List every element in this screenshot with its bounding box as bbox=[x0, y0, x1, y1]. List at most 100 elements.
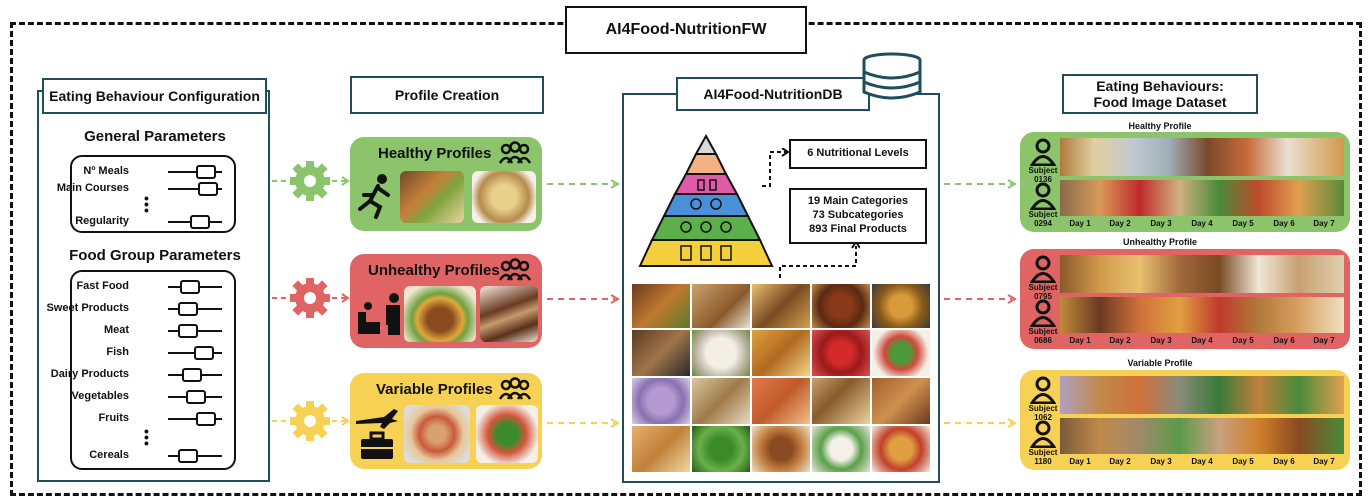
people-icon bbox=[498, 377, 532, 400]
slider-knob[interactable] bbox=[180, 280, 200, 294]
param-slider[interactable] bbox=[168, 390, 222, 404]
subject-id: 1062 bbox=[1034, 413, 1052, 422]
ellipsis-dots: ••• bbox=[144, 190, 149, 218]
food-photo bbox=[400, 171, 464, 223]
slider-knob[interactable] bbox=[194, 346, 214, 360]
param-slider[interactable] bbox=[168, 182, 222, 196]
param-row: Main Courses bbox=[57, 181, 234, 197]
food-group-parameters-box: Fast Food Sweet Products Meat Fish Dairy… bbox=[46, 270, 236, 470]
param-label: Meat bbox=[103, 324, 129, 336]
day-label: Day 2 bbox=[1109, 219, 1131, 228]
param-slider[interactable] bbox=[168, 412, 222, 426]
param-slider[interactable] bbox=[168, 324, 222, 338]
param-slider[interactable] bbox=[168, 449, 222, 463]
param-label: Main Courses bbox=[56, 182, 129, 194]
food-pyramid-icon bbox=[638, 133, 774, 267]
subject-word: Subject bbox=[1028, 166, 1058, 175]
day-label: Day 4 bbox=[1191, 457, 1213, 466]
final-products-label: 893 Final Products bbox=[809, 222, 907, 235]
variable-profiles-title: Variable Profiles bbox=[376, 381, 493, 398]
day-photo-strip bbox=[1060, 297, 1344, 333]
day-label: Day 4 bbox=[1191, 219, 1213, 228]
day-label: Day 3 bbox=[1150, 457, 1172, 466]
general-parameters-title: General Parameters bbox=[84, 128, 226, 145]
food-photo bbox=[692, 378, 750, 424]
config-header: Eating Behaviour Configuration bbox=[42, 78, 267, 114]
config-connectors bbox=[272, 161, 350, 441]
subject-id: 0136 bbox=[1034, 175, 1052, 184]
param-slider[interactable] bbox=[168, 280, 222, 294]
slider-knob[interactable] bbox=[178, 324, 198, 338]
day-label: Day 7 bbox=[1313, 219, 1335, 228]
param-row: Nº Meals bbox=[72, 164, 234, 180]
food-photo bbox=[692, 330, 750, 376]
param-row: Meat bbox=[72, 323, 234, 339]
slider-knob[interactable] bbox=[196, 412, 216, 426]
dataset-header-line1: Eating Behaviours: bbox=[1096, 77, 1224, 94]
healthy-profiles-card: Healthy Profiles bbox=[350, 137, 542, 231]
slider-knob[interactable] bbox=[178, 449, 198, 463]
healthy-profiles-title: Healthy Profiles bbox=[378, 145, 492, 162]
food-photo bbox=[752, 330, 810, 376]
day-label: Day 2 bbox=[1109, 336, 1131, 345]
param-slider[interactable] bbox=[168, 346, 222, 360]
param-slider[interactable] bbox=[168, 302, 222, 316]
slider-knob[interactable] bbox=[186, 390, 206, 404]
food-photo bbox=[476, 405, 538, 463]
day-label: Day 7 bbox=[1313, 457, 1335, 466]
food-photo bbox=[872, 330, 930, 376]
param-row: Regularity bbox=[72, 214, 234, 230]
param-label: Regularity bbox=[75, 215, 129, 227]
general-parameters-box: Nº Meals Main Courses ••• Regularity bbox=[57, 155, 236, 233]
subcategories-label: 73 Subcategories bbox=[812, 209, 904, 222]
food-photo bbox=[812, 284, 870, 328]
param-slider[interactable] bbox=[168, 215, 222, 229]
gear-icon bbox=[272, 401, 350, 441]
food-photo bbox=[812, 378, 870, 424]
param-row: Fast Food bbox=[72, 279, 234, 295]
food-photo bbox=[752, 284, 810, 328]
day-label: Day 5 bbox=[1232, 219, 1254, 228]
person-icon bbox=[1030, 299, 1056, 327]
day-label: Day 7 bbox=[1313, 336, 1335, 345]
food-group-parameters-title: Food Group Parameters bbox=[69, 247, 241, 264]
food-photo bbox=[632, 378, 690, 424]
food-photo bbox=[404, 405, 470, 463]
database-header: AI4Food-NutritionDB bbox=[676, 77, 870, 111]
slider-knob[interactable] bbox=[182, 368, 202, 382]
people-icon bbox=[498, 258, 532, 281]
people-icon bbox=[498, 141, 532, 164]
food-photo bbox=[752, 426, 810, 472]
gear-icon bbox=[272, 161, 350, 201]
day-photo-strip bbox=[1060, 376, 1344, 414]
profile-creation-header: Profile Creation bbox=[350, 76, 544, 114]
briefcase-icon bbox=[361, 431, 393, 459]
param-slider[interactable] bbox=[168, 165, 222, 179]
day-photo-strip bbox=[1060, 255, 1344, 293]
dataset-header: Eating Behaviours: Food Image Dataset bbox=[1062, 74, 1258, 114]
food-photo bbox=[404, 286, 476, 342]
food-photo bbox=[812, 426, 870, 472]
param-slider[interactable] bbox=[168, 368, 222, 382]
subject-id: 0686 bbox=[1034, 336, 1052, 345]
food-photo bbox=[632, 330, 690, 376]
slider-knob[interactable] bbox=[190, 215, 210, 229]
person-icon bbox=[1030, 138, 1056, 166]
slider-knob[interactable] bbox=[196, 165, 216, 179]
food-photo bbox=[632, 426, 690, 472]
param-row: Sweet Products bbox=[46, 301, 234, 317]
param-label: Fruits bbox=[98, 412, 129, 424]
slider-knob[interactable] bbox=[198, 182, 218, 196]
subject-id: 1180 bbox=[1034, 457, 1052, 466]
day-label: Day 1 bbox=[1069, 457, 1091, 466]
slider-knob[interactable] bbox=[178, 302, 198, 316]
healthy-profile-caption: Healthy Profile bbox=[1128, 121, 1192, 131]
variable-profiles-card: Variable Profiles bbox=[350, 373, 542, 469]
